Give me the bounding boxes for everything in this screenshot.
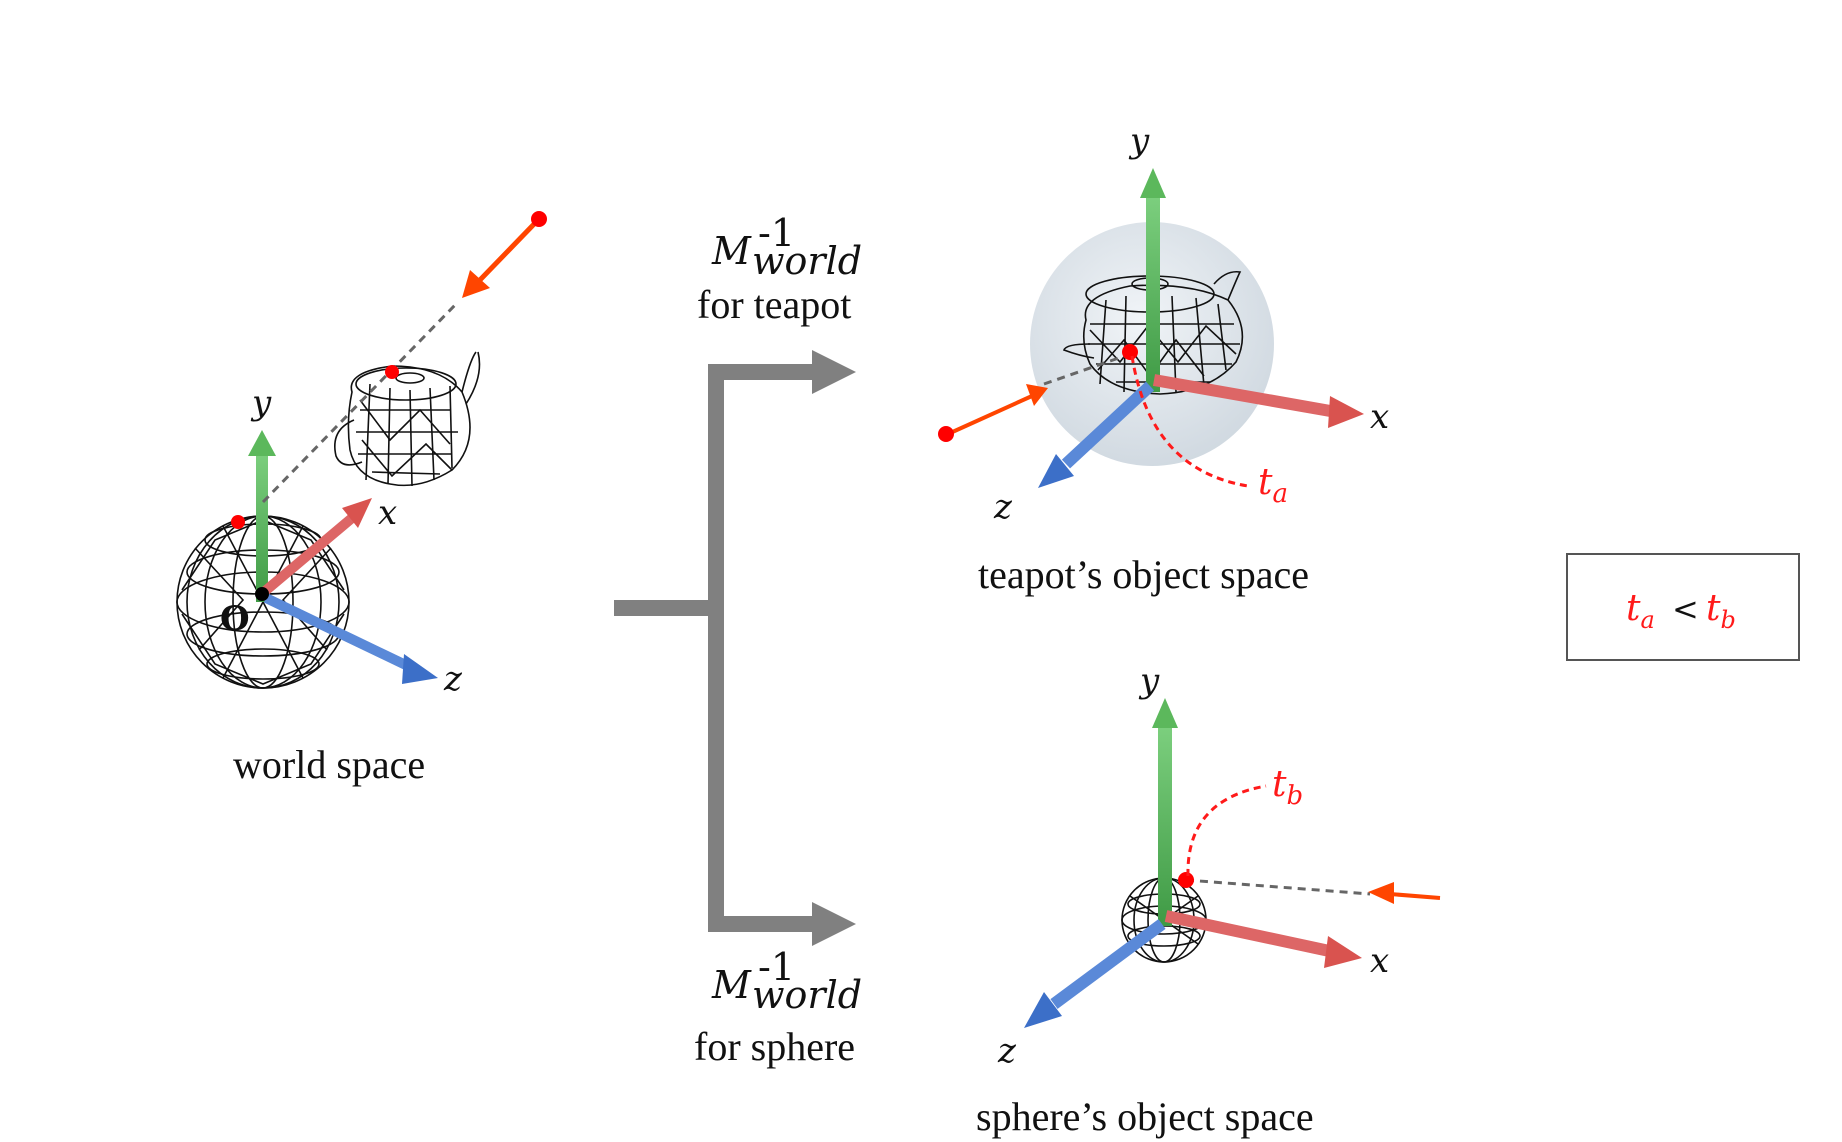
world-x-axis (260, 498, 372, 596)
sphere-y-axis (1152, 698, 1178, 926)
world-x-label: x (378, 493, 397, 533)
flow-top-arrowhead (812, 350, 856, 394)
teapot-t-label: ta (1258, 462, 1288, 509)
world-z-axis (263, 593, 438, 684)
flow-bottom-arrowhead (812, 902, 856, 946)
teapot-space-caption: teapot’s object space (978, 552, 1309, 597)
world-y-label: y (250, 383, 272, 423)
sphere-z-label: z (997, 1031, 1017, 1071)
comparison-box: ta < tb (1566, 553, 1800, 661)
teapot-matrix-superscript: -1 (758, 211, 795, 255)
svg-text:M: M (711, 963, 752, 1007)
teapot-y-label: y (1128, 121, 1150, 161)
world-ray-origin-dot (531, 211, 547, 227)
sphere-transform-text: for sphere (694, 1024, 855, 1069)
sphere-matrix-subscript: world (752, 973, 862, 1017)
teapot-z-axis (1038, 381, 1155, 488)
sphere-transform-label: M -1 world for sphere (694, 945, 862, 1069)
world-teapot-hit-dot (385, 365, 399, 379)
flow-bottom-branch (708, 916, 818, 932)
teapot-t-subscript: a (1272, 479, 1288, 509)
flow-trunk (708, 364, 724, 932)
world-origin-dot (255, 587, 269, 601)
sphere-x-axis (1164, 910, 1362, 968)
sphere-matrix-superscript: -1 (758, 945, 795, 989)
world-teapot (334, 351, 481, 487)
sphere-ray (1178, 784, 1441, 904)
comparison-ta-subscript: a (1640, 606, 1654, 634)
teapot-x-axis (1152, 374, 1364, 428)
teapot-transform-label: M -1 world for teapot (697, 211, 862, 327)
sphere-matrix-symbol: M (711, 963, 752, 1007)
svg-text:-1: -1 (758, 211, 795, 255)
comparison-tb-subscript: b (1720, 606, 1735, 634)
teapot-space-group: y x z ta teapot’s object space (938, 121, 1389, 597)
world-sphere-hit-dot (231, 515, 245, 529)
teapot-y-axis (1140, 168, 1166, 392)
svg-text:world: world (752, 239, 862, 283)
flow-top-branch (708, 364, 818, 380)
teapot-matrix-subscript: world (752, 239, 862, 283)
world-space-group: O y x z world space (176, 211, 547, 787)
world-origin-label: O (220, 599, 250, 639)
teapot-t-leader (1130, 355, 1249, 488)
teapot-matrix-symbol: M (711, 229, 752, 273)
sphere-t-subscript: b (1286, 781, 1303, 811)
comparison-operator: < (1672, 590, 1699, 628)
teapot-ray-origin-dot (938, 426, 954, 442)
svg-text:M: M (711, 229, 752, 273)
world-space-caption: world space (233, 742, 425, 787)
sphere-y-label: y (1138, 661, 1160, 701)
comparison-ta: ta (1626, 588, 1655, 634)
sphere-space-caption: sphere’s object space (976, 1094, 1314, 1139)
world-y-axis (248, 430, 276, 602)
sphere-x-label: x (1370, 941, 1389, 981)
world-z-label: z (443, 659, 463, 699)
flow-stem (614, 600, 720, 616)
world-ray (231, 211, 547, 529)
sphere-space-group: y x z tb sphere’s object space (976, 661, 1441, 1139)
teapot-x-label: x (1370, 397, 1389, 437)
teapot-hit-dot (1122, 344, 1138, 360)
sphere-t-label: tb (1272, 764, 1303, 811)
teapot-z-label: z (993, 487, 1013, 527)
svg-text:-1: -1 (758, 945, 795, 989)
teapot-ray (938, 344, 1249, 488)
comparison-tb: tb (1706, 588, 1736, 634)
sphere-t-leader (1186, 784, 1267, 877)
sphere-hit-dot (1178, 872, 1194, 888)
teapot-transform-text: for teapot (697, 282, 851, 327)
sphere-z-axis (1024, 919, 1166, 1028)
flow-arrows (614, 350, 856, 946)
svg-text:world: world (752, 973, 862, 1017)
